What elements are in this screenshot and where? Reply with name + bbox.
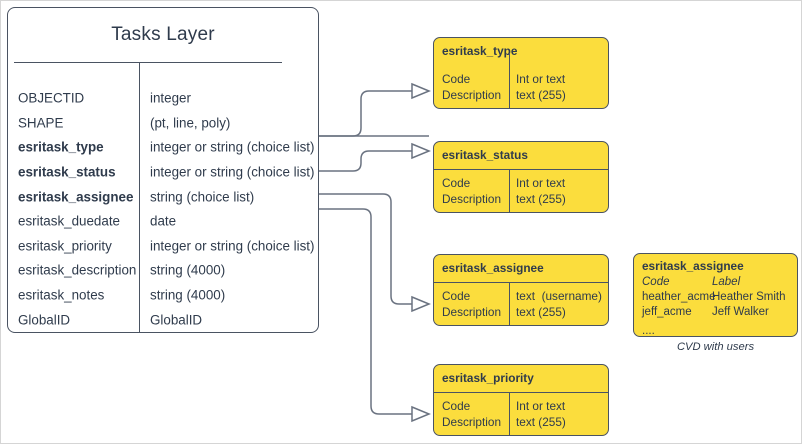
arrowhead-type xyxy=(411,82,431,100)
domain-type-column: Int or text text (255) xyxy=(516,176,566,206)
entity-field-row: esritask_priority integer or string (choi… xyxy=(8,234,318,259)
entity-field-name: esritask_assignee xyxy=(18,189,134,205)
domain-type-column: text (username) text (255) xyxy=(516,289,602,319)
entity-field-type: date xyxy=(150,213,177,229)
domain-column-divider xyxy=(509,169,510,212)
cvd-code: heather_acme xyxy=(642,291,716,303)
cvd-code: jeff_acme xyxy=(642,306,692,318)
entity-title-divider xyxy=(14,62,282,63)
entity-field-row: esritask_duedate date xyxy=(8,209,318,234)
entity-field-row: esritask_status integer or string (choice… xyxy=(8,160,318,185)
entity-field-row: GlobalID GlobalID xyxy=(8,307,318,332)
domain-box-esritask-status: esritask_status Code Description Int or … xyxy=(433,141,609,213)
entity-field-name: esritask_priority xyxy=(18,238,112,254)
domain-code-column: Code Description xyxy=(442,289,502,319)
domain-column-divider xyxy=(509,392,510,435)
entity-field-type: integer or string (choice list) xyxy=(150,164,315,180)
domain-type-column: Int or text text (255) xyxy=(516,72,566,102)
arrowhead-assignee xyxy=(411,295,431,313)
connector-assignee xyxy=(319,193,412,305)
entity-field-type: (pt, line, poly) xyxy=(150,115,231,131)
domain-box-esritask-type: esritask_type Code Description Int or te… xyxy=(433,37,609,109)
entity-field-type: string (4000) xyxy=(150,287,226,303)
domain-title: esritask_status xyxy=(442,148,528,162)
entity-field-name: esritask_notes xyxy=(18,287,105,303)
entity-field-name: esritask_description xyxy=(18,262,137,278)
cvd-code: .... xyxy=(642,325,655,337)
cvd-code: Code xyxy=(642,276,670,288)
entity-field-name: GlobalID xyxy=(18,312,71,328)
entity-field-row: OBJECTID integer xyxy=(8,86,318,111)
domain-title: esritask_priority xyxy=(442,371,534,385)
entity-field-row: SHAPE (pt, line, poly) xyxy=(8,111,318,136)
domain-code-column: Code Description xyxy=(442,399,502,429)
entity-field-name: esritask_status xyxy=(18,164,116,180)
entity-field-name: esritask_type xyxy=(18,139,104,155)
domain-title-divider xyxy=(434,282,608,283)
cvd-label: Jeff Walker xyxy=(712,306,769,318)
entity-field-name: SHAPE xyxy=(18,115,64,131)
domain-box-esritask-priority: esritask_priority Code Description Int o… xyxy=(433,364,609,436)
domain-code-column: Code Description xyxy=(442,72,502,102)
domain-title: esritask_type xyxy=(442,44,518,58)
cvd-title: esritask_assignee xyxy=(642,259,744,273)
entity-field-type: string (choice list) xyxy=(150,189,255,205)
domain-title-divider xyxy=(434,392,608,393)
connector-priority xyxy=(319,208,412,415)
domain-title: esritask_assignee xyxy=(442,261,544,275)
entity-field-row: esritask_notes string (4000) xyxy=(8,283,318,308)
entity-field-type: integer or string (choice list) xyxy=(150,238,315,254)
cvd-label: Heather Smith xyxy=(712,291,786,303)
entity-field-row: esritask_assignee string (choice list) xyxy=(8,184,318,209)
entity-field-type: integer xyxy=(150,90,191,106)
entity-field-type: integer or string (choice list) xyxy=(150,139,315,155)
entity-field-name: OBJECTID xyxy=(18,90,85,106)
domain-column-divider xyxy=(509,282,510,325)
entity-field-type: string (4000) xyxy=(150,262,226,278)
entity-title: Tasks Layer xyxy=(111,24,215,45)
domain-column-divider xyxy=(509,53,510,108)
cvd-label: Label xyxy=(712,276,741,288)
entity-field-name: esritask_duedate xyxy=(18,213,120,229)
domain-code-column: Code Description xyxy=(442,176,502,206)
domain-type-column: Int or text text (255) xyxy=(516,399,566,429)
cvd-caption: CVD with users xyxy=(676,341,755,353)
connector-status xyxy=(319,150,412,172)
domain-box-esritask-assignee: esritask_assignee Code Description text … xyxy=(433,254,609,326)
domain-title-divider xyxy=(434,169,608,170)
arrowhead-status xyxy=(411,142,431,160)
arrowhead-priority xyxy=(411,405,431,423)
connector-type-elbow xyxy=(319,90,412,137)
entity-field-type: GlobalID xyxy=(150,312,203,328)
entity-field-row: esritask_description string (4000) xyxy=(8,258,318,283)
entity-field-row: esritask_type integer or string (choice l… xyxy=(8,135,318,160)
entity-column-divider xyxy=(139,62,140,332)
